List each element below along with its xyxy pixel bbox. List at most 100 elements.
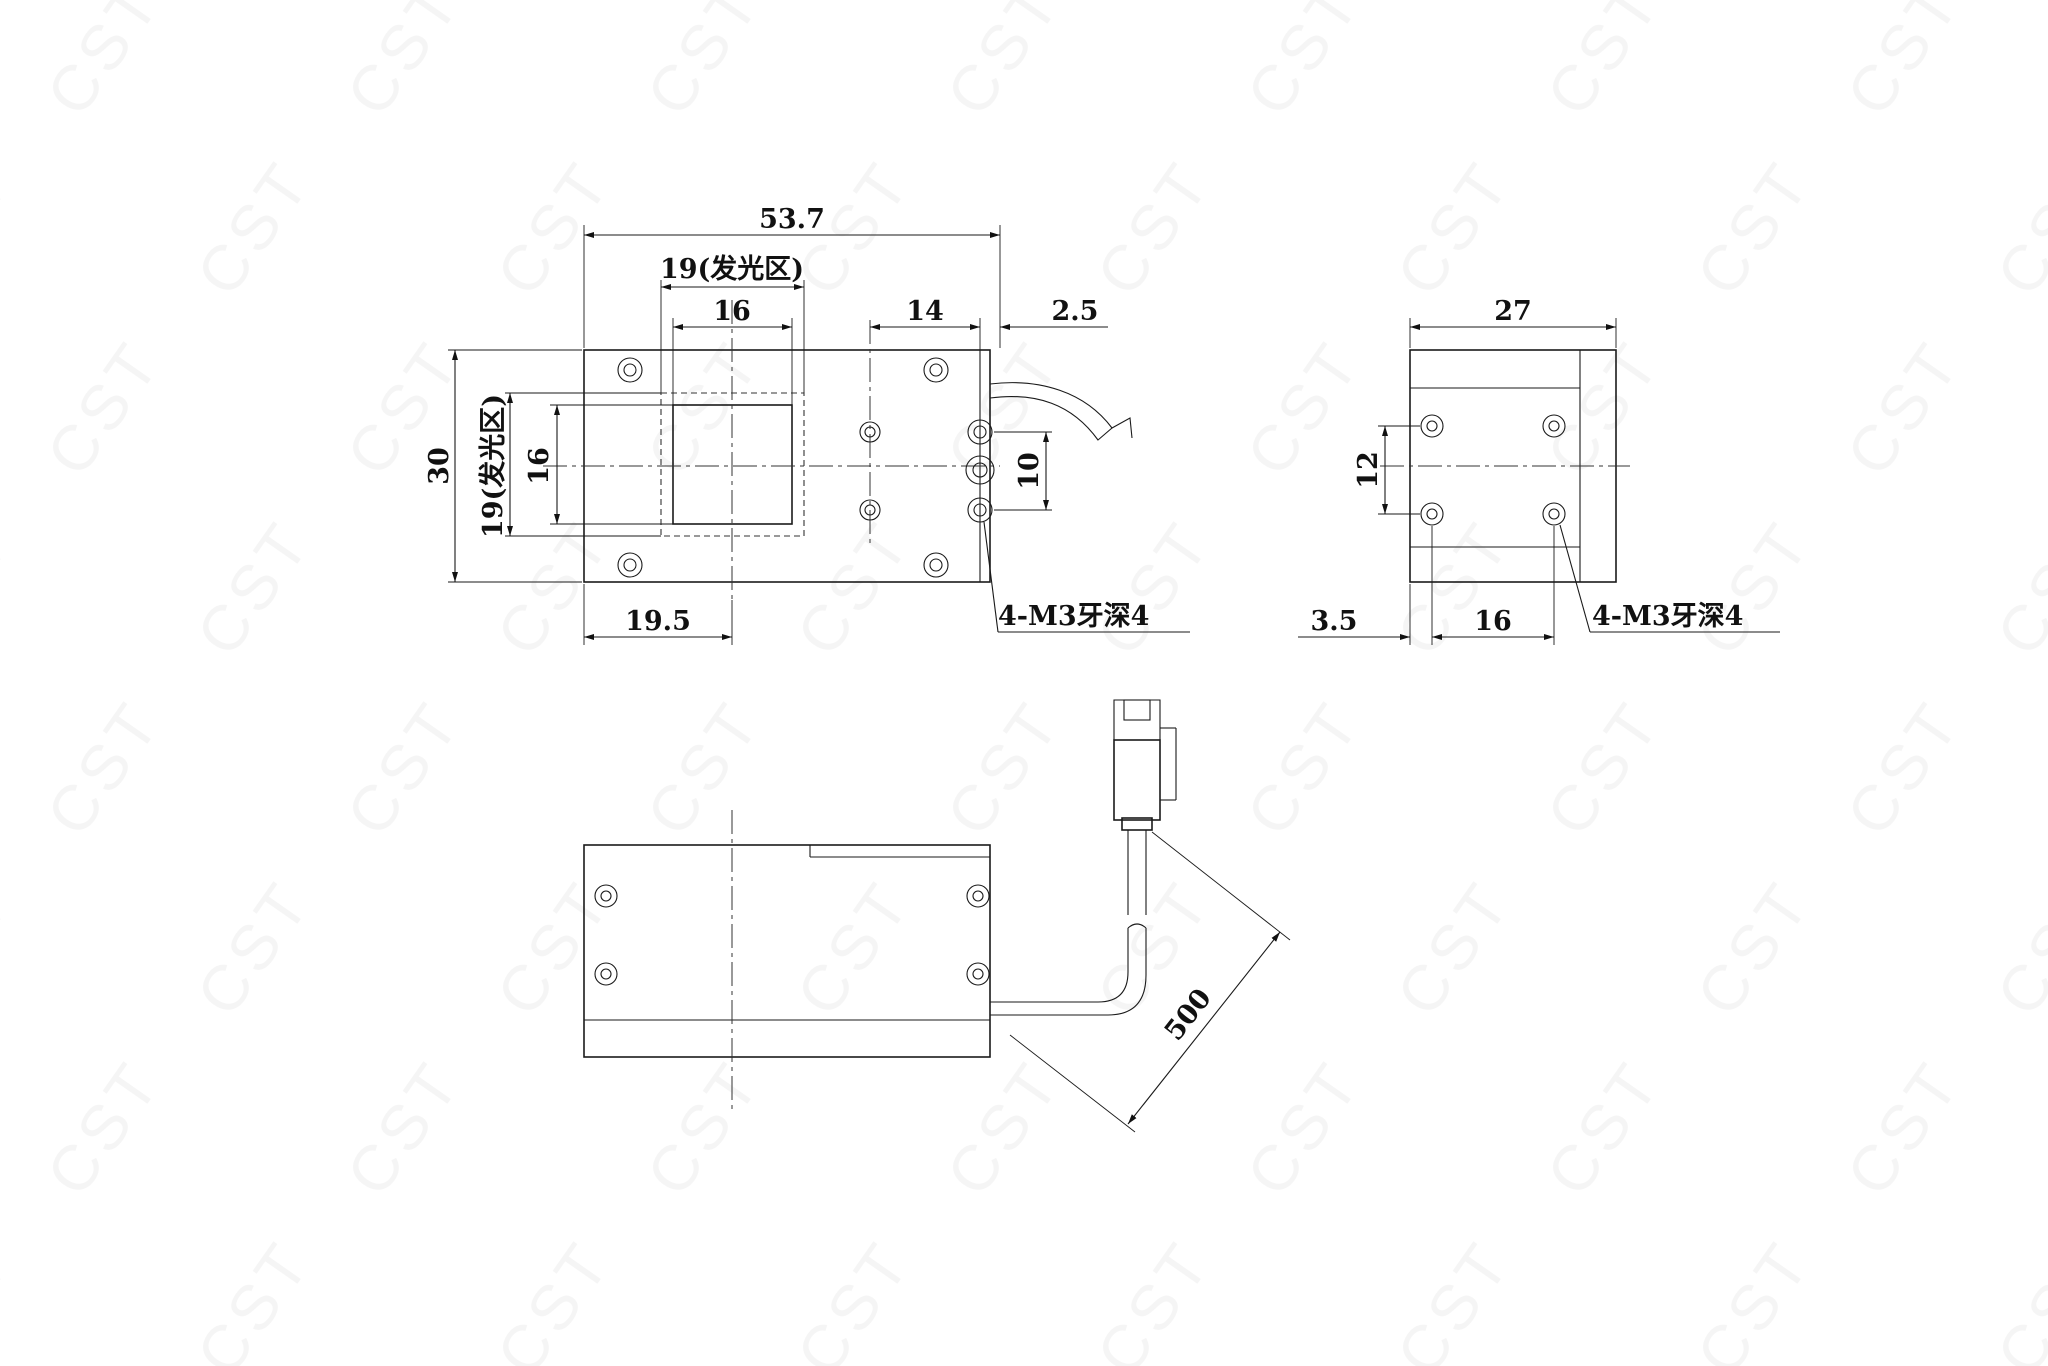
watermark-logo: CST <box>1982 147 2048 308</box>
thread-hole-icon <box>859 499 881 521</box>
side-view <box>1380 349 1630 583</box>
cable-upper-edge <box>989 382 1133 439</box>
cable-lower-edge <box>989 395 1113 441</box>
watermark-logo: CST <box>0 147 25 308</box>
watermark-logo: CST <box>1232 0 1375 128</box>
dim-window-height: 16 <box>524 447 555 485</box>
watermark-logo: CST <box>1532 1047 1675 1208</box>
watermark-logo: CST <box>782 867 925 1028</box>
front-view-dimensions: 53.7 19(发光区) 16 14 2.5 30 19(发光区) 16 <box>424 204 1190 645</box>
watermark-logo: CST <box>782 1227 925 1366</box>
front-view-holes <box>617 357 995 578</box>
watermark-logo: CST <box>1832 0 1975 128</box>
watermark-logo: CST <box>1382 147 1525 308</box>
dim-center-offset: 19.5 <box>625 606 691 637</box>
watermark-logo: CST <box>1532 0 1675 128</box>
watermark-logo: CST <box>1682 1227 1825 1366</box>
mount-hole-icon <box>923 552 949 578</box>
watermark-logo: CST <box>332 687 475 848</box>
thread-hole-icon <box>1420 502 1444 526</box>
thread-hole-icon <box>859 421 881 443</box>
watermark-logo: CST <box>1982 867 2048 1028</box>
watermark-logo: CST <box>0 507 25 668</box>
dim-side-edge-offset: 3.5 <box>1311 606 1358 637</box>
watermark-logo: CST <box>0 1227 25 1366</box>
mount-hole-icon <box>966 884 990 908</box>
watermark-logo: CST <box>1682 147 1825 308</box>
dim-side-width: 27 <box>1494 296 1532 327</box>
watermark-logo: CST <box>632 1047 775 1208</box>
dim-connector-spacing: 10 <box>1014 452 1045 490</box>
watermark-logo: CST <box>182 147 325 308</box>
dim-front-edge-offset: 2.5 <box>1052 296 1099 327</box>
thread-hole-icon <box>1420 414 1444 438</box>
connector-hole-icon <box>965 455 995 485</box>
connector-hole-icon <box>967 497 993 523</box>
watermark-logo: CST <box>32 687 175 848</box>
watermark-logo: CST <box>482 147 625 308</box>
watermark-logo: CST <box>932 1047 1075 1208</box>
connector-plug-icon <box>1113 699 1177 831</box>
watermark-logo: CST <box>32 327 175 488</box>
watermark-logo: CST <box>1382 507 1525 668</box>
side-view-dimensions: 27 12 3.5 16 4-M3牙深4 <box>1298 296 1780 645</box>
mount-hole-icon <box>923 357 949 383</box>
watermark-logo: CST <box>1232 687 1375 848</box>
watermark-logo: CST <box>182 1227 325 1366</box>
dim-emitting-zone-width: 19(发光区) <box>660 253 804 285</box>
cable-break <box>1127 923 1147 929</box>
watermark-logo: CST <box>632 0 775 128</box>
thread-hole-icon <box>1542 414 1566 438</box>
watermark-logo: CST <box>1532 687 1675 848</box>
watermark-logo: CST <box>632 327 775 488</box>
front-view <box>543 300 1133 600</box>
dim-emitting-zone-height: 19(发光区) <box>477 394 509 538</box>
dim-front-width: 53.7 <box>759 204 825 235</box>
watermark-logo: CST <box>1832 327 1975 488</box>
watermark-logo: CST <box>332 0 475 128</box>
watermark-logo: CST <box>332 1047 475 1208</box>
watermark-logo: CST <box>1382 1227 1525 1366</box>
watermark-logo: CST <box>1682 507 1825 668</box>
dim-window-width: 16 <box>713 296 751 327</box>
watermark-logo: CST <box>1832 1047 1975 1208</box>
watermark-logo: CST <box>1532 327 1675 488</box>
bottom-body-outline <box>583 844 991 1058</box>
dim-front-height: 30 <box>424 447 455 485</box>
watermark-logo: CST <box>1832 687 1975 848</box>
dim-side-hole-spacing-h: 16 <box>1474 606 1512 637</box>
watermark-logo: CST <box>182 867 325 1028</box>
mount-hole-icon <box>594 962 618 986</box>
watermark-logo: CST <box>932 687 1075 848</box>
front-thread-note: 4-M3牙深4 <box>998 601 1149 632</box>
watermark-logo: CST <box>482 1227 625 1366</box>
watermark-logo: CST <box>1082 507 1225 668</box>
thread-hole-icon <box>1542 502 1566 526</box>
watermark-logo: CST <box>932 0 1075 128</box>
watermark-logo: CST <box>632 687 775 848</box>
watermark-logo: CST <box>932 327 1075 488</box>
watermark-logo: CST <box>1082 1227 1225 1366</box>
dim-cable-length: 500 <box>1159 983 1218 1047</box>
watermark-logo: CST <box>32 0 175 128</box>
watermark-logo: CST <box>32 1047 175 1208</box>
mount-hole-icon <box>966 962 990 986</box>
watermark-logo: CST <box>1232 1047 1375 1208</box>
mount-hole-icon <box>594 884 618 908</box>
watermark-logo: CST <box>1982 507 2048 668</box>
side-thread-note: 4-M3牙深4 <box>1592 601 1743 632</box>
watermark-logo: CST <box>1382 867 1525 1028</box>
watermark-logo: CST <box>182 507 325 668</box>
dim-hole-spacing: 14 <box>906 296 944 327</box>
mount-hole-icon <box>617 357 643 383</box>
mount-hole-icon <box>617 552 643 578</box>
cable-outer-edge <box>990 928 1129 1003</box>
watermark-logo: CST <box>1082 147 1225 308</box>
dim-side-hole-spacing-v: 12 <box>1353 451 1384 489</box>
watermark-logo: CST <box>1682 867 1825 1028</box>
watermark-logo: CST <box>0 867 25 1028</box>
watermark-logo: CST <box>1982 1227 2048 1366</box>
